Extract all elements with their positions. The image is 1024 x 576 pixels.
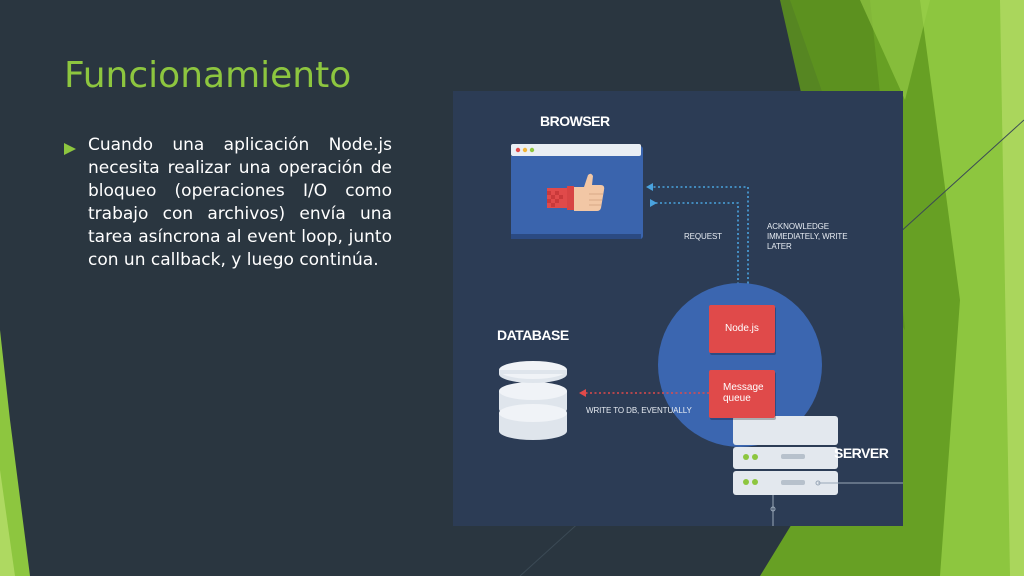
bullet-item: Cuando una aplicación Node.js necesita r… [64, 134, 392, 272]
thumbs-up-icon [547, 173, 605, 211]
acknowledge-label-1: ACKNOWLEDGE [767, 222, 830, 231]
database-label: DATABASE [497, 327, 569, 343]
bullet-text: Cuando una aplicación Node.js necesita r… [88, 135, 392, 270]
acknowledge-label-2: IMMEDIATELY, WRITE [767, 232, 848, 241]
queue-label-1: Message [723, 382, 764, 393]
request-response-arrows [649, 186, 749, 296]
server-icon [733, 416, 903, 526]
write-db-label: WRITE TO DB, EVENTUALLY [586, 406, 692, 415]
acknowledge-label-3: LATER [767, 242, 792, 251]
database-icon [499, 361, 567, 440]
queue-label-2: queue [723, 393, 751, 404]
architecture-diagram: BROWSER DATABASE SERVER REQUEST ACKNOWLE… [453, 91, 903, 526]
nodejs-label: Node.js [725, 323, 759, 334]
nodejs-box: Node.js [709, 305, 775, 353]
server-circle [658, 283, 822, 447]
browser-label: BROWSER [540, 113, 610, 129]
play-bullet-icon [64, 134, 88, 272]
message-queue-box: Message queue [709, 370, 775, 418]
slide-title: Funcionamiento [64, 55, 352, 96]
server-label: SERVER [834, 445, 889, 461]
request-label: REQUEST [684, 232, 722, 241]
